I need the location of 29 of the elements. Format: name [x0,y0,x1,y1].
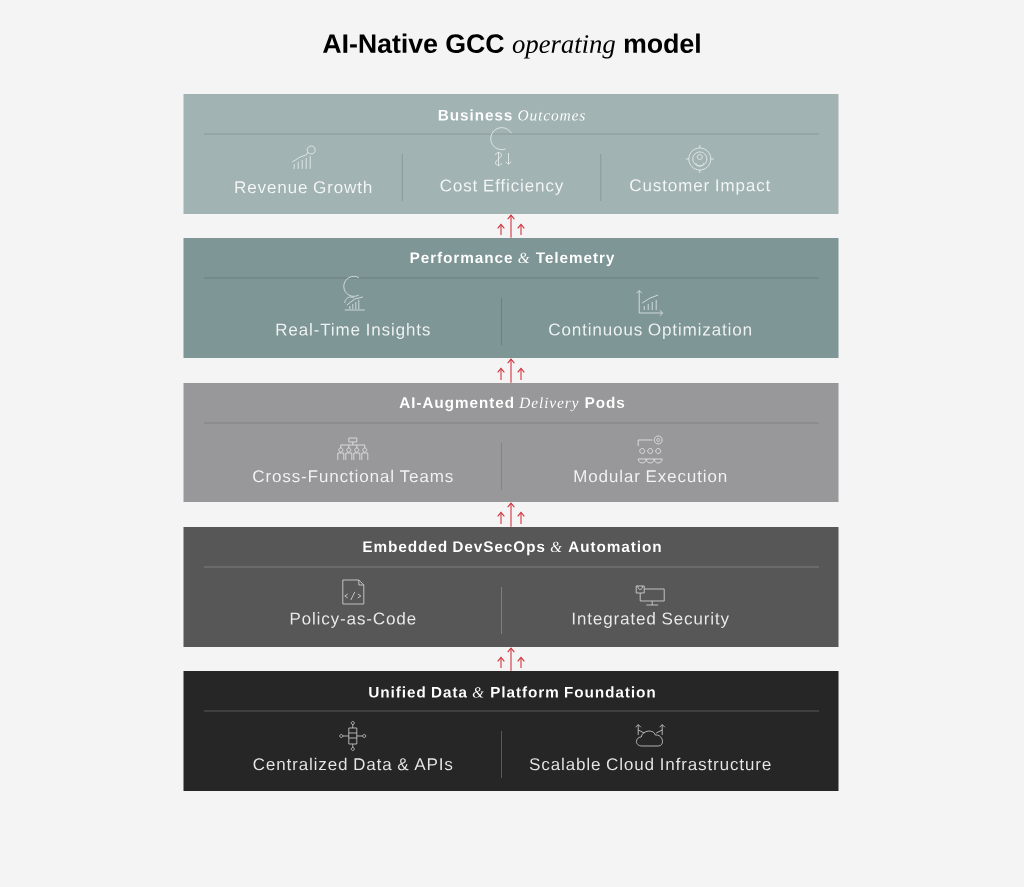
item-label: Policy-as-Code [290,612,416,628]
item-label: Cross-Functional Teams [253,469,453,483]
item-label: Revenue Growth [235,180,372,194]
band-heading: AI-Augmented Delivery Pods [399,396,625,412]
band-heading: Performance & Telemetry [410,251,615,267]
item-label: Customer Impact [630,179,771,195]
arrow [517,656,525,669]
title: AI-Native GCC operating model [323,33,700,59]
arrow [517,367,525,381]
arrow [497,223,505,236]
item-label: Scalable Cloud Infrastructure [529,757,771,771]
arrow [507,358,515,384]
item-label: Continuous Optimization [549,323,751,339]
band-heading: Embedded DevSecOps & Automation [363,540,661,556]
band-heading: Unified Data & Platform Foundation [369,686,655,698]
item-label: Cost Efficiency [440,179,564,195]
item-label: Real-Time Insights [276,323,430,339]
item-label: Modular Execution [574,469,727,483]
item-label: Integrated Security [572,612,729,628]
arrow [497,511,505,525]
item-label: Centralized Data & APIs [253,757,453,771]
arrow [507,214,515,239]
arrow [507,502,515,528]
band-heading: Business Outcomes [438,109,585,121]
arrow [517,223,525,236]
arrow [507,647,515,672]
arrow [497,656,505,669]
arrow [497,367,505,381]
arrow [517,511,525,525]
